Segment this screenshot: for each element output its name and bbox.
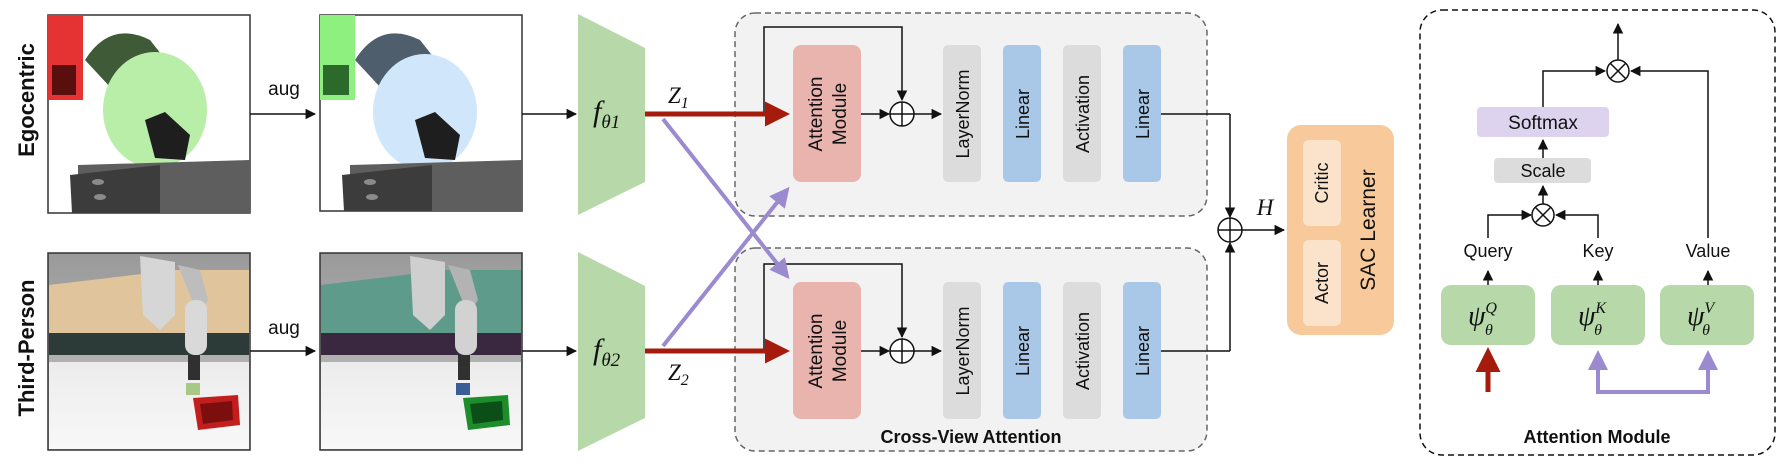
linear-top-2-label: Linear	[1133, 89, 1153, 139]
psi-v-block	[1660, 285, 1754, 345]
residual-bottom	[763, 263, 908, 351]
softmax-to-mult	[1542, 65, 1607, 107]
activation-top-label: Activation	[1073, 75, 1093, 153]
critic-label: Critic	[1312, 163, 1332, 204]
activation-bottom	[1063, 282, 1101, 419]
layernorm-bottom	[943, 282, 981, 419]
layernorm-top	[943, 45, 981, 182]
attention-module-top	[793, 45, 861, 182]
aug-label-bottom: aug	[268, 318, 300, 339]
linear-top-1	[1003, 45, 1041, 182]
fusion-add-node	[1217, 217, 1243, 243]
linear-bottom-1-label: Linear	[1013, 326, 1033, 376]
key-to-mult	[1554, 209, 1599, 238]
egocentric-image	[47, 14, 251, 214]
add-node-top	[889, 101, 915, 127]
mult-node-out	[1606, 59, 1630, 83]
encoder-top	[578, 14, 645, 215]
critic-block	[1303, 140, 1341, 226]
scale-label: Scale	[1520, 161, 1565, 181]
sac-learner-title: SAC Learner	[1357, 169, 1380, 290]
layernorm-top-label: LayerNorm	[953, 69, 973, 158]
softmax-block	[1477, 107, 1609, 137]
softmax-label: Softmax	[1508, 113, 1578, 134]
encoder-bottom-label: fθ2	[593, 333, 621, 371]
aug-label-top: aug	[268, 79, 300, 100]
linear-bottom-2	[1123, 282, 1161, 419]
actor-block	[1303, 240, 1341, 326]
z1-label: Z1	[668, 83, 689, 112]
layernorm-bottom-label: LayerNorm	[953, 306, 973, 395]
scale-block	[1494, 158, 1591, 183]
z1-cross-arrow	[661, 117, 790, 280]
add-node-bottom	[889, 338, 915, 364]
activation-top	[1063, 45, 1101, 182]
activation-bottom-label: Activation	[1073, 312, 1093, 390]
encoder-bottom	[578, 252, 645, 451]
linear-bottom-2-label: Linear	[1133, 326, 1153, 376]
z2-cross-arrow	[661, 186, 790, 348]
linear-bottom-1	[1003, 282, 1041, 419]
query-label: Query	[1463, 241, 1512, 261]
z2-label: Z2	[668, 360, 689, 389]
psi-k-block	[1551, 285, 1645, 345]
egocentric-label: Egocentric	[14, 43, 39, 157]
key-label: Key	[1582, 241, 1613, 261]
mult-node-qk	[1531, 203, 1555, 227]
third-person-image	[47, 252, 251, 451]
egocentric-aug-image	[319, 14, 523, 212]
value-label: Value	[1686, 241, 1731, 261]
attention-module-bottom	[793, 282, 861, 419]
third-person-label: Third-Person	[14, 280, 39, 417]
residual-top	[763, 26, 908, 114]
kv-input-bracket	[1596, 379, 1710, 394]
actor-label: Actor	[1312, 262, 1332, 304]
third-person-aug-image	[319, 252, 523, 451]
h-label: H	[1256, 195, 1275, 220]
value-to-mult	[1629, 65, 1709, 238]
linear-top-1-label: Linear	[1013, 89, 1033, 139]
attention-detail-title: Attention Module	[1524, 427, 1671, 447]
psi-q-block	[1441, 285, 1535, 345]
linear-top-2	[1123, 45, 1161, 182]
cross-view-title: Cross-View Attention	[880, 427, 1061, 447]
query-to-mult	[1487, 209, 1533, 238]
